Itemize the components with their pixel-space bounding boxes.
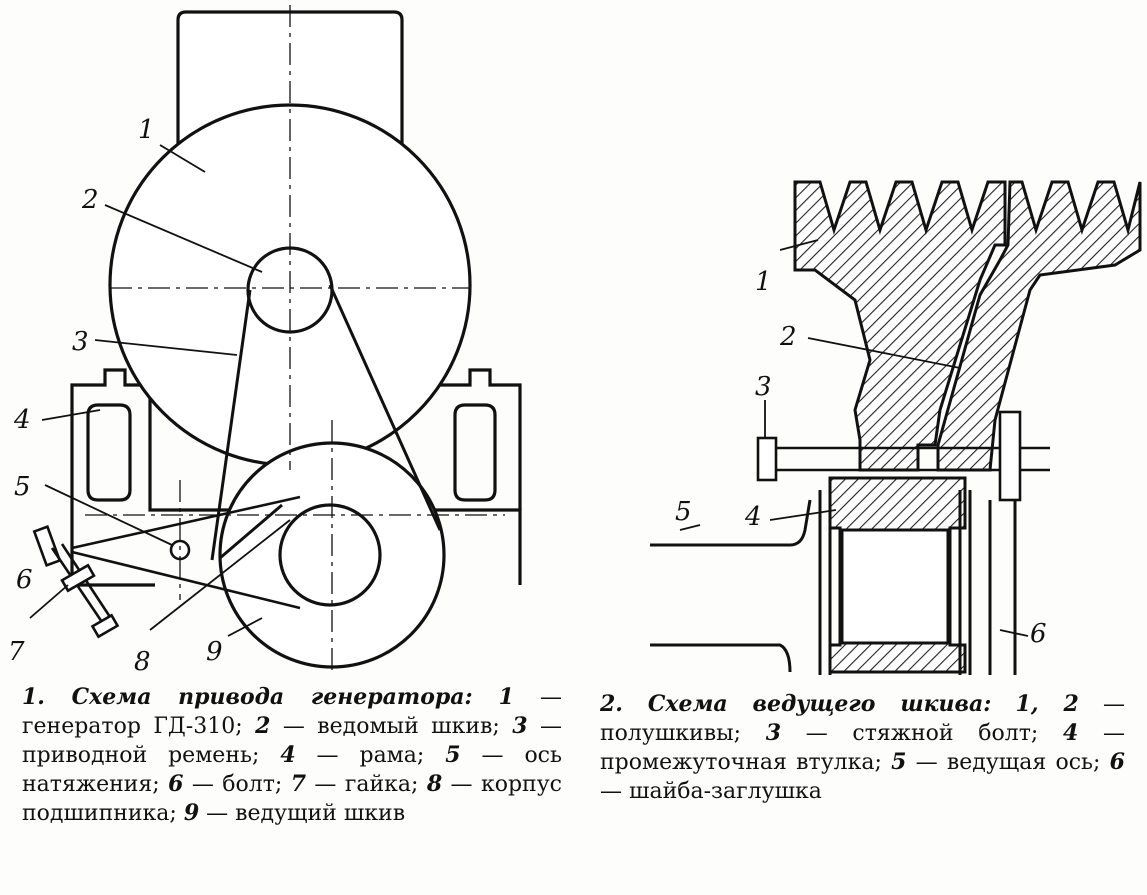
fig2-legend-text-4: ведущая ось; xyxy=(946,750,1101,775)
fig1-legend-num-9: 9 xyxy=(183,800,200,826)
fig2-legend-num-5: 6 xyxy=(1109,749,1125,775)
fig2-legend-num-2: 3 xyxy=(765,720,782,746)
bearing-housing xyxy=(278,503,382,607)
fig2-label-5: 5 xyxy=(675,497,692,527)
fig1-generator-drive xyxy=(29,5,522,672)
fig2-caption-title: 2. Схема ведущего шкива: xyxy=(600,691,992,717)
diagram-canvas: 1 2 3 4 5 6 7 8 9 1 2 3 4 5 6 xyxy=(8,5,1142,677)
fig1-label-2: 2 xyxy=(81,185,99,215)
fig2-label-6: 6 xyxy=(1030,619,1047,649)
fig2-legend-text-1: полушкивы; xyxy=(600,721,742,746)
fig1-legend-text-8: корпус подшипника; xyxy=(22,772,562,826)
fig1-caption-title: 1. Схема привода генератора: xyxy=(22,684,473,710)
fig1-legend-num-1: 1 xyxy=(498,684,514,710)
fig1-legend-text-2: ведомый шкив; xyxy=(317,714,500,739)
fig1-caption: 1. Схема привода генератора: 1 — генерат… xyxy=(22,684,563,826)
fig1-label-3: 3 xyxy=(72,327,89,357)
fig1-legend-text-7: гайка; xyxy=(344,772,419,797)
fig2-legend-num-3: 4 xyxy=(1063,720,1079,746)
fig1-legend-num-8: 8 xyxy=(426,771,443,797)
clamp-bolt xyxy=(756,410,1050,502)
fig1-legend-num-6: 6 xyxy=(168,771,184,797)
fig2-legend-text-2: стяжной болт; xyxy=(852,721,1039,746)
fig1-legend-text-1: генератор ГД-310; xyxy=(22,714,243,739)
fig1-legend-num-2: 2 xyxy=(255,713,271,739)
fig1-legend-num-5: 5 xyxy=(445,742,461,768)
fig1-label-5: 5 xyxy=(14,472,31,502)
fig2-caption: 2. Схема ведущего шкива: 1, 2 — полушкив… xyxy=(600,691,1125,804)
fig2-label-3: 3 xyxy=(755,372,772,402)
fig2-driving-pulley-section xyxy=(650,180,1142,675)
center-lines xyxy=(85,5,505,672)
fig2-legend-num-4: 5 xyxy=(891,749,907,775)
fig1-legend-num-7: 7 xyxy=(290,771,307,797)
fig2-legend-num-1: 1, 2 xyxy=(1015,691,1079,717)
fig2-legend-text-5: шайба-заглушка xyxy=(629,779,822,804)
leader-lines-fig2 xyxy=(679,239,1029,637)
fig1-legend-num-3: 3 xyxy=(512,713,528,739)
fig1-legend-text-4: рама; xyxy=(359,743,425,768)
fig2-label-1: 1 xyxy=(755,267,772,297)
fig1-label-7: 7 xyxy=(8,637,25,667)
fig2-part-labels: 1 2 3 4 5 6 xyxy=(675,267,1047,649)
fig1-legend-text-9: ведущий шкив xyxy=(235,801,406,826)
drive-axle xyxy=(650,490,1017,675)
fig2-legend-text-3: промежуточная втулка; xyxy=(600,750,882,775)
fig1-label-6: 6 xyxy=(16,565,33,595)
fig1-legend-text-5: ось натяжения; xyxy=(22,743,562,797)
fig1-legend-num-4: 4 xyxy=(280,742,296,768)
leader-lines xyxy=(29,144,291,637)
fig1-label-4: 4 xyxy=(13,405,31,435)
fig2-label-2: 2 xyxy=(779,322,797,352)
fig1-label-1: 1 xyxy=(138,115,155,145)
fig1-legend-text-6: болт; xyxy=(222,772,283,797)
half-pulley-2 xyxy=(936,180,1142,472)
fig1-legend-text-3: приводной ремень; xyxy=(22,743,260,768)
fig1-label-8: 8 xyxy=(134,647,151,677)
fig1-label-9: 9 xyxy=(206,637,223,667)
half-pulley-1 xyxy=(793,180,1007,472)
fig1-part-labels: 1 2 3 4 5 6 7 8 9 xyxy=(8,115,223,677)
tension-bolt xyxy=(32,525,120,639)
fig2-label-4: 4 xyxy=(744,502,762,532)
